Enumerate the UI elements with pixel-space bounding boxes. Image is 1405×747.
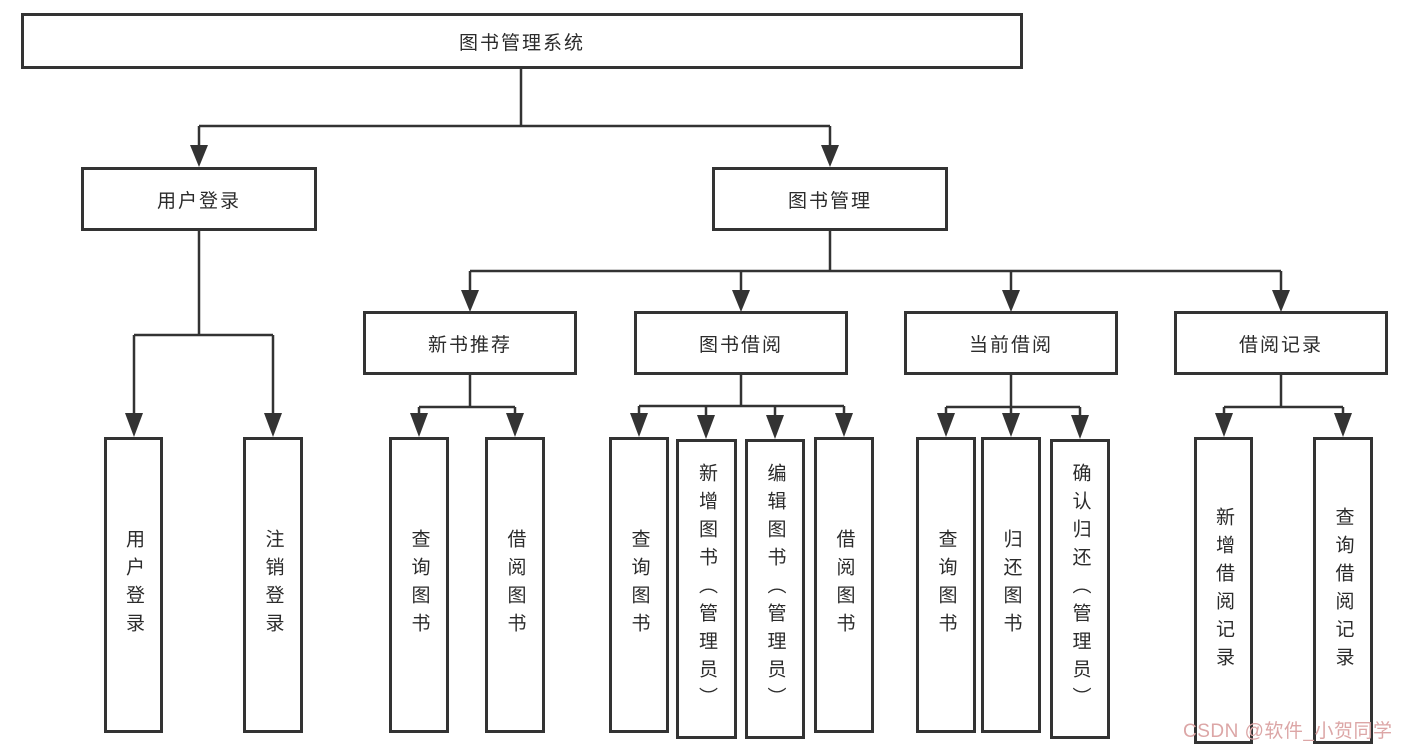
leaf-borrow-books-recommend-label: 借阅图书	[504, 529, 526, 641]
node-root: 图书管理系统	[21, 13, 1023, 69]
node-book-borrow: 图书借阅	[634, 311, 848, 375]
leaf-logout: 注销登录	[243, 437, 303, 733]
leaf-confirm-return-admin-label: 确认归还（管理员）	[1069, 463, 1091, 715]
leaf-logout-label: 注销登录	[262, 529, 284, 641]
leaf-user-login: 用户登录	[104, 437, 163, 733]
leaf-edit-book-admin: 编辑图书（管理员）	[745, 439, 805, 739]
node-borrow-records: 借阅记录	[1174, 311, 1388, 375]
leaf-query-borrow-record: 查询借阅记录	[1313, 437, 1373, 744]
leaf-borrow-books-label: 借阅图书	[833, 529, 855, 641]
node-user-login-label: 用户登录	[156, 190, 241, 212]
node-book-borrow-label: 图书借阅	[698, 334, 783, 356]
leaf-add-borrow-record: 新增借阅记录	[1194, 437, 1253, 744]
leaf-query-borrow-record-label: 查询借阅记录	[1332, 506, 1354, 675]
leaf-add-book-admin: 新增图书（管理员）	[676, 439, 737, 739]
node-current-borrow: 当前借阅	[904, 311, 1118, 375]
node-new-book-recommend-label: 新书推荐	[427, 334, 512, 356]
leaf-query-books-recommend: 查询图书	[389, 437, 449, 733]
leaf-query-books-borrow: 查询图书	[609, 437, 669, 733]
node-root-label: 图书管理系统	[458, 32, 585, 54]
leaf-query-books-recommend-label: 查询图书	[408, 529, 430, 641]
leaf-return-book-label: 归还图书	[1000, 529, 1022, 641]
leaf-query-books-current: 查询图书	[916, 437, 976, 733]
node-new-book-recommend: 新书推荐	[363, 311, 577, 375]
leaf-query-books-current-label: 查询图书	[935, 529, 957, 641]
leaf-query-books-borrow-label: 查询图书	[628, 529, 650, 641]
node-current-borrow-label: 当前借阅	[968, 334, 1053, 356]
node-book-management-label: 图书管理	[787, 190, 872, 212]
node-borrow-records-label: 借阅记录	[1238, 334, 1323, 356]
leaf-user-login-label: 用户登录	[123, 529, 144, 641]
leaf-edit-book-admin-label: 编辑图书（管理员）	[764, 463, 786, 715]
leaf-borrow-books-recommend: 借阅图书	[485, 437, 545, 733]
node-book-management: 图书管理	[712, 167, 948, 231]
watermark-text: CSDN @软件_小贺同学	[1183, 721, 1393, 742]
leaf-confirm-return-admin: 确认归还（管理员）	[1050, 439, 1110, 739]
leaf-add-borrow-record-label: 新增借阅记录	[1213, 506, 1234, 675]
leaf-add-book-admin-label: 新增图书（管理员）	[696, 463, 717, 715]
leaf-return-book: 归还图书	[981, 437, 1041, 733]
node-user-login: 用户登录	[81, 167, 317, 231]
leaf-borrow-books: 借阅图书	[814, 437, 874, 733]
